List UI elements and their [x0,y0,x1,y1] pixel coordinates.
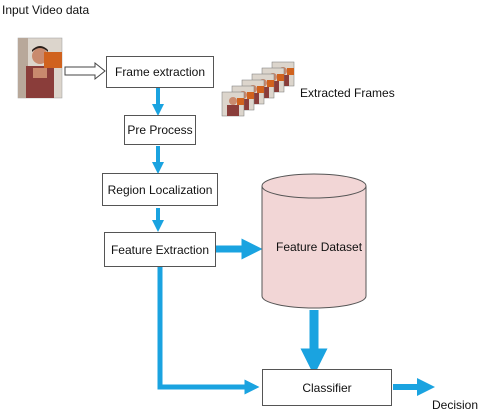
input-video-label: Input Video data [2,3,90,17]
classifier-box: Classifier [262,369,392,406]
extracted-frames-label: Extracted Frames [300,86,395,100]
region-localization-box: Region Localization [102,173,218,206]
arrow-feature-to-classifier [157,267,260,395]
pre-process-box: Pre Process [124,115,196,145]
input-video-thumbnail [17,37,63,99]
input-arrow [64,61,106,81]
feature-dataset-cylinder [261,173,367,309]
feature-extraction-box: Feature Extraction [104,232,216,267]
extracted-frames-stack [221,61,295,117]
frame-extraction-box: Frame extraction [106,56,214,88]
feature-dataset-label: Feature Dataset [276,240,363,254]
decision-label: Decision [432,398,479,412]
